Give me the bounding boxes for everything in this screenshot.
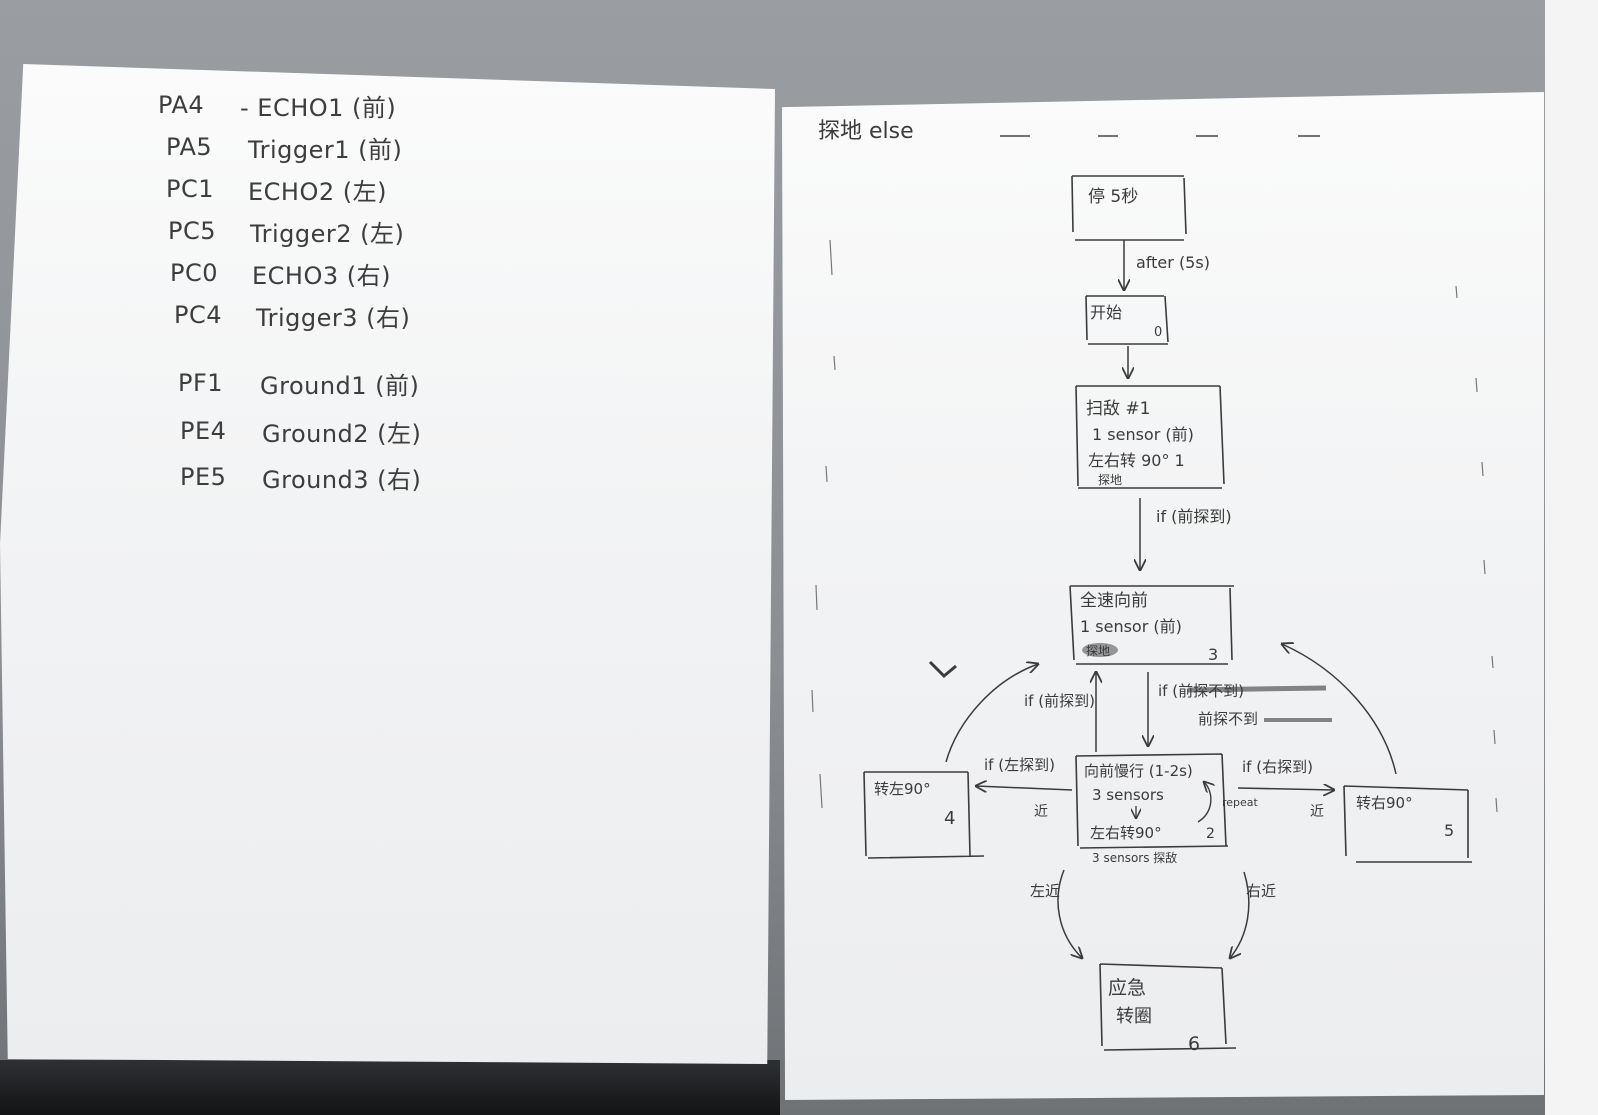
state-forward-line2: 1 sensor (前) [1080,617,1182,636]
label-front-not-detect-2: 前探不到 [1198,710,1258,728]
arrow-turn-left-to-forward [945,664,1038,763]
pin-code: PA4 [158,91,205,119]
desk-dark-area [0,1060,780,1115]
arrow-slow-to-turn-left [976,786,1073,790]
pin-row: PC0 ECHO3 (右) [170,253,391,293]
pin-code: PA5 [166,133,213,161]
state-start-number: 0 [1154,325,1162,340]
pin-code: PE5 [180,463,227,491]
state-search-box: 扫敌 #1 1 sensor (前) 左右转 90° 1 探地 [1075,385,1225,489]
pin-code: PF1 [178,369,224,397]
state-search-line2: 1 sensor (前) [1092,425,1194,444]
state-start-box: 开始 0 [1085,295,1169,345]
pin-desc: Ground3 (右) [262,465,422,494]
pin-desc: Trigger2 (左) [250,219,405,248]
pin-row: PF1 Ground1 (前) [178,363,419,403]
pin-desc: Trigger1 (前) [248,135,403,164]
label-right-near-small: 近 [1310,804,1324,820]
pin-desc: Trigger3 (右) [256,303,411,332]
state-wait-box: 停 5秒 [1071,175,1187,241]
state-emergency-number: 6 [1188,1033,1200,1055]
state-slow-note: 3 sensors 探敌 [1092,850,1177,865]
state-slow-line2: 3 sensors [1092,786,1164,804]
label-right-detect: if (右探到) [1242,758,1313,776]
pin-row: PC1 ECHO2 (左) [166,169,387,209]
pin-row: PE5 Ground3 (右) [180,457,421,497]
label-repeat: repeat [1222,796,1259,809]
sheet-header: 探地 else [818,119,914,144]
pin-desc: ECHO3 (右) [252,261,391,290]
margin-ticks [811,239,1498,813]
label-left-near-small: 近 [1034,804,1048,820]
pin-code: PC5 [168,217,216,245]
state-forward-box: 全速向前 1 sensor (前) 探地 3 [1069,585,1234,665]
pin-code: PE4 [180,417,227,445]
state-turn-right-number: 5 [1444,821,1454,840]
label-left-near: 左近 [1030,882,1060,900]
scribble-mark [1082,643,1118,657]
state-start-label: 开始 [1090,303,1122,322]
state-flow-sheet [782,92,1544,1100]
state-turn-left-number: 4 [944,808,955,829]
pin-desc: Ground1 (前) [260,371,420,400]
state-emergency-line1: 应急 [1108,977,1146,999]
label-after: after (5s) [1136,253,1210,272]
state-search-line3: 左右转 90° 1 [1088,451,1185,470]
pin-row: PC4 Trigger3 (右) [174,295,410,335]
state-search-line4: 探地 [1098,473,1122,487]
state-search-line1: 扫敌 #1 [1086,399,1150,419]
state-turn-right-box: 转右90° 5 [1343,785,1472,863]
arrow-turn-right-to-forward [1282,644,1397,775]
label-right-near: 右近 [1246,882,1276,900]
pin-desc: ECHO2 (左) [248,177,387,206]
pin-desc: - ECHO1 (前) [240,93,397,122]
arrow-left-near-to-emergency [1057,869,1082,958]
pin-row: PA5 Trigger1 (前) [166,127,402,167]
label-front-detect: if (前探到) [1156,507,1232,526]
pin-code: PC1 [166,175,214,203]
state-slow-number: 2 [1206,826,1215,842]
state-forward-line1: 全速向前 [1080,591,1148,611]
pin-code: PC4 [174,301,222,329]
pin-row: PE4 Ground2 (左) [180,411,421,451]
label-front-detect-2: if (前探到) [1024,692,1095,710]
state-slow-line1: 向前慢行 (1-2s) [1084,762,1193,780]
strike-through [1187,685,1327,693]
state-turn-right-label: 转右90° [1356,794,1413,812]
scribble-crossed [928,660,957,679]
state-emergency-box: 应急 转圈 6 [1099,963,1237,1055]
state-forward-number: 3 [1208,645,1218,664]
pin-mapping-sheet [0,64,775,1064]
state-forward-line3: 探地 [1086,644,1110,658]
state-slow-box: 向前慢行 (1-2s) 3 sensors 左右转90° 2 repeat 3 … [1075,753,1259,865]
pin-row: PC5 Trigger2 (左) [168,211,404,251]
arrow-slow-to-turn-right [1237,788,1334,790]
state-turn-left-box: 转左90° 4 [863,771,985,859]
state-slow-line3: 左右转90° [1090,824,1162,842]
arrow-right-near-to-emergency [1230,871,1250,958]
state-wait-label: 停 5秒 [1088,187,1138,207]
desk-right-edge [1545,0,1598,1115]
label-left-detect: if (左探到) [984,756,1055,774]
pin-desc: Ground2 (左) [262,419,422,448]
state-turn-left-label: 转左90° [874,780,931,798]
state-emergency-line2: 转圈 [1116,1006,1152,1027]
pin-code: PC0 [170,259,218,287]
pin-row: PA4 - ECHO1 (前) [158,85,396,125]
repeat-loop-arrow [1197,782,1211,823]
